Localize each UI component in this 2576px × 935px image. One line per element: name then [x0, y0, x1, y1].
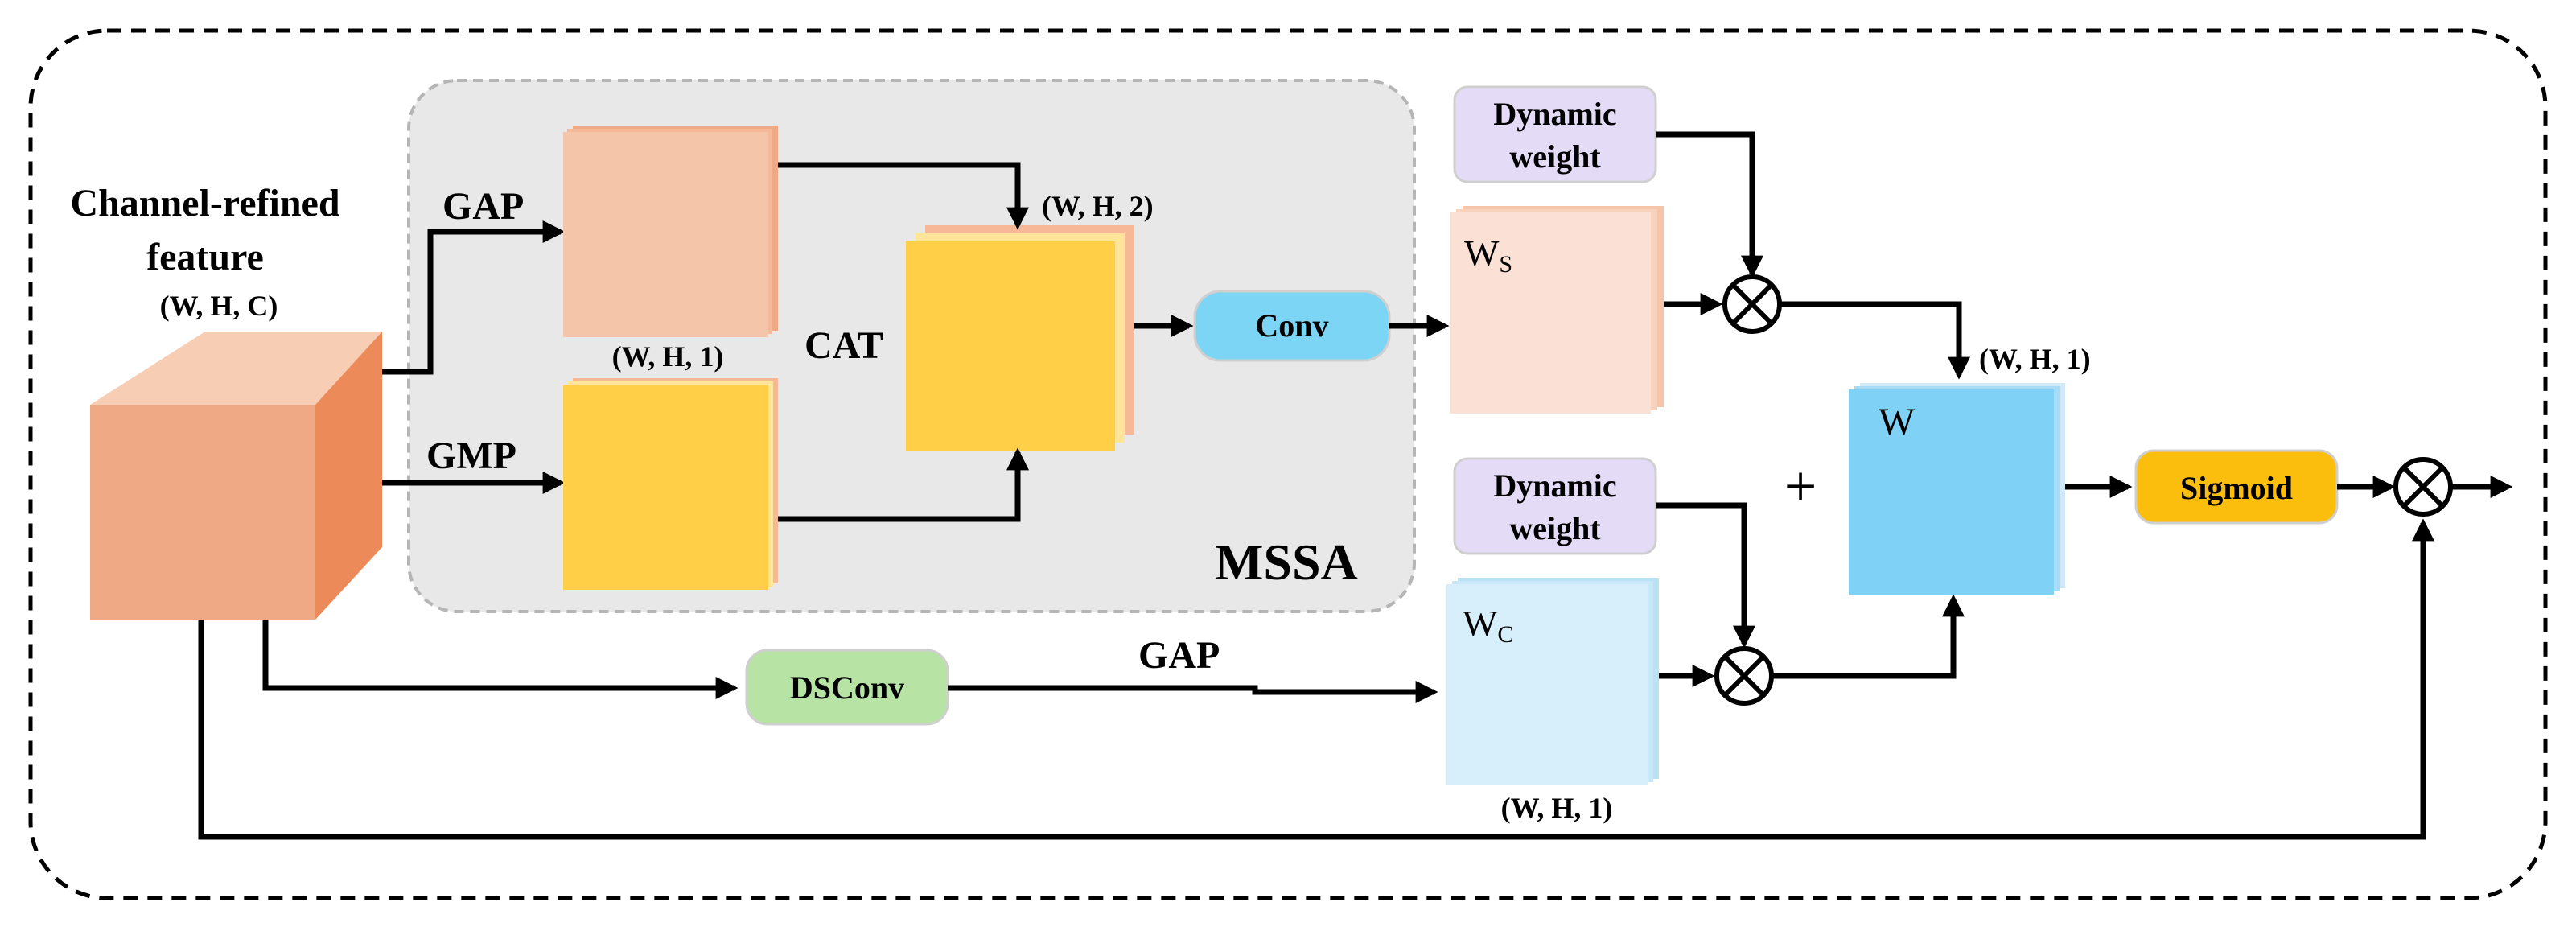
input-title-line1: Channel-refined [70, 182, 339, 224]
dynamic-weight-bottom-line1: Dynamic [1493, 468, 1616, 504]
cat-label: CAT [804, 324, 883, 367]
wc-map [1446, 578, 1659, 785]
cube-front-face [90, 405, 315, 620]
multiply-final-icon [2393, 457, 2453, 517]
gap-label: GAP [442, 185, 524, 228]
gap-dims: (W, H, 1) [612, 340, 724, 373]
outer-dashed-frame [28, 28, 2548, 900]
dsconv-label: DSConv [790, 669, 904, 706]
gmp-label: GMP [426, 435, 516, 477]
cube-side-face [315, 332, 382, 620]
ws-map [1450, 206, 1664, 414]
dsconv-to-wc-arrow [948, 681, 1438, 703]
input-dims: (W, H, C) [160, 290, 278, 322]
bottom-gap-label: GAP [1138, 634, 1220, 677]
gmp-to-cat-arrow [778, 447, 1029, 522]
cat-dims: (W, H, 2) [1042, 190, 1154, 222]
sigmoid-label: Sigmoid [2180, 470, 2293, 506]
conv-label: Conv [1255, 307, 1328, 344]
gmp-feature-map [563, 378, 778, 590]
wc-dims: (W, H, 1) [1501, 792, 1613, 824]
wc-label: WC [1463, 603, 1513, 648]
multiply-bottom-icon [1714, 646, 1774, 706]
ws-label: WS [1464, 233, 1512, 278]
dynamic-weight-top-line1: Dynamic [1493, 96, 1616, 132]
dynamic-weight-top-line2: weight [1509, 138, 1601, 175]
mssa-label: MSSA [1215, 533, 1358, 591]
input-feature-cube [90, 332, 382, 620]
dw-top-to-mult-arrow [1656, 131, 1763, 278]
gap-feature-map [563, 126, 778, 337]
cat-feature-map [906, 225, 1134, 451]
dw-bottom-to-mult-arrow [1656, 502, 1755, 649]
dynamic-weight-bottom-line2: weight [1509, 510, 1601, 546]
input-to-dsconv-arrow [262, 620, 739, 699]
cube-top-face [90, 332, 382, 405]
input-title-line2: feature [146, 236, 264, 278]
mult-top-to-w-arrow [1780, 301, 1970, 380]
mult-bottom-to-w-arrow [1772, 594, 1965, 679]
w-dims: (W, H, 1) [1979, 343, 2091, 375]
gap-branch-arrow [382, 220, 566, 375]
w-map [1849, 383, 2065, 595]
gap-to-cat-arrow [778, 162, 1029, 230]
w-label: W [1879, 401, 1916, 443]
plus-sign: + [1784, 454, 1817, 518]
residual-arrow [198, 518, 2434, 840]
multiply-top-icon [1722, 274, 1782, 334]
